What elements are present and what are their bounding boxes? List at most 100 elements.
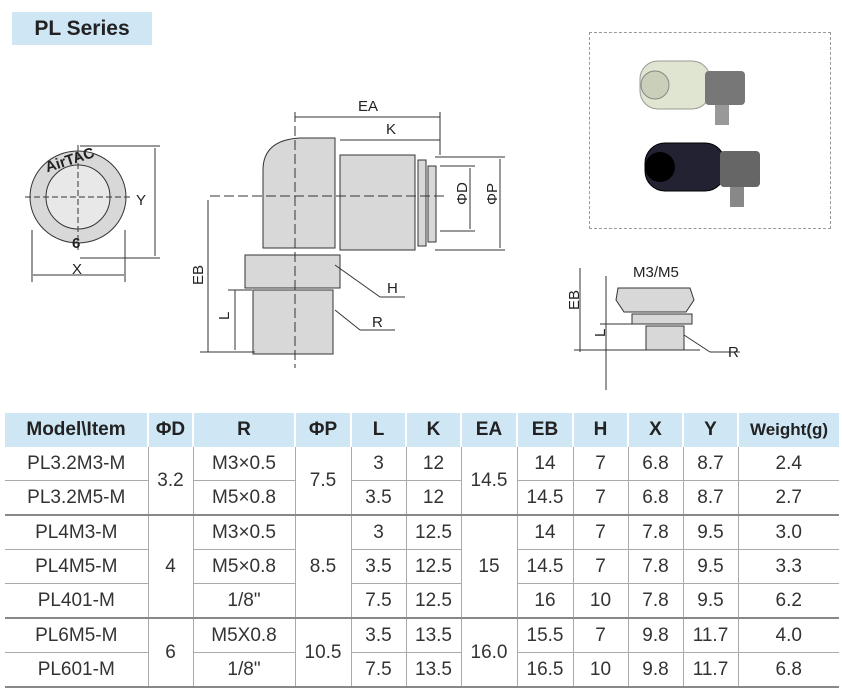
dimension-drawings: AirTAC 6 X Y EA K ΦD ΦP EB L H R M3/M5 E… <box>25 98 740 390</box>
cell-k: 12.5 <box>405 515 461 550</box>
label-y: Y <box>136 192 146 209</box>
cell-r: M3×0.5 <box>192 447 295 481</box>
series-title: PL Series <box>12 12 152 45</box>
cell-d: 6 <box>147 618 193 688</box>
cell-model: PL6M5-M <box>5 618 148 653</box>
cell-y: 11.7 <box>682 652 738 688</box>
cell-weight: 2.4 <box>737 447 839 481</box>
cell-l: 7.5 <box>350 652 406 688</box>
cell-x: 7.8 <box>627 583 683 619</box>
cell-eb: 14 <box>516 447 573 481</box>
cell-k: 12 <box>405 447 461 481</box>
cell-weight: 6.8 <box>737 652 839 688</box>
cell-r: M5×0.8 <box>192 549 295 584</box>
label-r-small: R <box>728 344 739 361</box>
cell-eb: 16 <box>516 583 573 619</box>
cell-p: 8.5 <box>294 515 351 619</box>
cell-eb: 14.5 <box>516 549 573 584</box>
table-row: PL6M5-M 6 M5X0.8 10.5 3.5 13.5 16.0 15.5… <box>5 618 839 688</box>
cell-ea: 16.0 <box>460 618 517 688</box>
cell-k: 13.5 <box>405 618 461 653</box>
cell-r: M5X0.8 <box>192 618 295 653</box>
cell-y: 8.7 <box>682 447 738 481</box>
cell-weight: 2.7 <box>737 480 839 516</box>
cell-h: 7 <box>572 447 628 481</box>
cell-y: 9.5 <box>682 515 738 550</box>
size-mark: 6 <box>72 235 80 252</box>
front-view-drawing <box>25 145 160 282</box>
header-y: Y <box>682 413 738 447</box>
cell-eb: 14 <box>516 515 573 550</box>
label-l: L <box>216 312 233 320</box>
cell-model: PL4M3-M <box>5 515 148 550</box>
cell-weight: 6.2 <box>737 583 839 619</box>
header-p: ΦP <box>294 413 351 447</box>
cell-model: PL601-M <box>5 652 148 688</box>
header-eb: EB <box>516 413 573 447</box>
cell-h: 7 <box>572 549 628 584</box>
label-l-small: L <box>592 329 609 337</box>
cell-ea: 14.5 <box>460 447 517 516</box>
table-row: PL4M3-M 4 M3×0.5 8.5 3 12.5 15 14 7 7.8 … <box>5 515 839 619</box>
cell-d: 4 <box>147 515 193 619</box>
label-eb: EB <box>190 265 207 285</box>
cell-y: 9.5 <box>682 549 738 584</box>
cell-eb: 16.5 <box>516 652 573 688</box>
cell-x: 7.8 <box>627 515 683 550</box>
cell-d: 3.2 <box>147 447 193 516</box>
product-photo-image <box>639 60 760 207</box>
cell-r: 1/8" <box>192 652 295 688</box>
cell-h: 7 <box>572 515 628 550</box>
cell-weight: 3.0 <box>737 515 839 550</box>
table-row: PL3.2M5-M M5×0.8 3.5 12 14.5 7 6.8 8.7 2… <box>5 480 839 516</box>
cell-l: 3.5 <box>350 618 406 653</box>
product-photo <box>589 32 831 229</box>
cell-eb: 14.5 <box>516 480 573 516</box>
header-x: X <box>627 413 683 447</box>
cell-model: PL3.2M3-M <box>5 447 148 481</box>
label-h: H <box>387 280 398 297</box>
cell-k: 12.5 <box>405 549 461 584</box>
label-eb-small: EB <box>566 290 583 310</box>
cell-h: 7 <box>572 618 628 653</box>
cell-h: 10 <box>572 652 628 688</box>
label-x: X <box>72 261 82 278</box>
cell-y: 11.7 <box>682 618 738 653</box>
specification-table: Model\Item ΦD R ΦP L K EA EB H X Y Weigh… <box>5 413 839 688</box>
cell-x: 7.8 <box>627 549 683 584</box>
cell-x: 6.8 <box>627 480 683 516</box>
table-row: PL4M5-M M5×0.8 3.5 12.5 14.5 7 7.8 9.5 3… <box>5 549 839 584</box>
header-weight: Weight(g) <box>737 413 839 447</box>
cell-x: 6.8 <box>627 447 683 481</box>
cell-k: 12.5 <box>405 583 461 619</box>
cell-l: 3.5 <box>350 549 406 584</box>
cell-k: 12 <box>405 480 461 516</box>
cell-model: PL401-M <box>5 583 148 619</box>
small-side-drawing <box>574 268 740 390</box>
cell-l: 3 <box>350 447 406 481</box>
label-d: ΦD <box>454 182 471 205</box>
cell-ea: 15 <box>460 515 517 619</box>
cell-k: 13.5 <box>405 652 461 688</box>
cell-weight: 3.3 <box>737 549 839 584</box>
cell-h: 7 <box>572 480 628 516</box>
cell-l: 7.5 <box>350 583 406 619</box>
cell-eb: 15.5 <box>516 618 573 653</box>
cell-x: 9.8 <box>627 618 683 653</box>
cell-weight: 4.0 <box>737 618 839 653</box>
header-ea: EA <box>460 413 517 447</box>
cell-model: PL4M5-M <box>5 549 148 584</box>
table-row: PL3.2M3-M 3.2 M3×0.5 7.5 3 12 14.5 14 7 … <box>5 447 839 516</box>
cell-p: 7.5 <box>294 447 351 516</box>
cell-y: 9.5 <box>682 583 738 619</box>
table-header-row: Model\Item ΦD R ΦP L K EA EB H X Y Weigh… <box>5 413 839 447</box>
header-d: ΦD <box>147 413 193 447</box>
cell-x: 9.8 <box>627 652 683 688</box>
label-thread: M3/M5 <box>633 264 679 281</box>
cell-model: PL3.2M5-M <box>5 480 148 516</box>
cell-l: 3 <box>350 515 406 550</box>
cell-p: 10.5 <box>294 618 351 688</box>
cell-h: 10 <box>572 583 628 619</box>
header-h: H <box>572 413 628 447</box>
table-row: PL601-M 1/8" 7.5 13.5 16.5 10 9.8 11.7 6… <box>5 652 839 688</box>
